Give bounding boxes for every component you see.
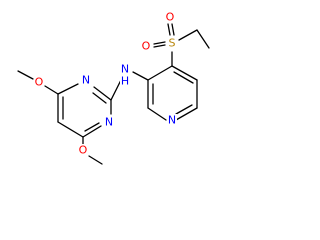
- atom-s-label: S: [169, 37, 176, 50]
- bond-nh-py2: [132, 71, 149, 81]
- atom-o3-label: O: [35, 76, 44, 89]
- atom-label-backdrop: [81, 74, 91, 86]
- bond-o3-c4: [44, 85, 59, 95]
- bond-s-o2-a: [167, 23, 171, 36]
- bond-py2-py3: [147, 65, 173, 81]
- atom-labels: O O S N H N N N O O: [34, 11, 177, 157]
- atom-n3-label: N: [105, 116, 113, 129]
- bond-ch2-ch3: [196, 29, 210, 49]
- atom-label-backdrop: [78, 144, 88, 156]
- bond-ch3-o3: [17, 70, 34, 80]
- atom-nh: N H: [120, 63, 130, 88]
- atom-label-backdrop: [34, 76, 44, 88]
- bond-c6-n3-double: [84, 122, 100, 132]
- bond-py5-py6: [175, 107, 198, 121]
- bond-c5-c6: [57, 121, 84, 138]
- atom-label-backdrop: [120, 63, 130, 75]
- atom-o1-label: O: [142, 40, 151, 53]
- atom-o2-label: O: [166, 11, 175, 24]
- bond-s-o2-b: [171, 23, 175, 36]
- atom-label-backdrop: [165, 11, 175, 23]
- atom-label-backdrop: [167, 114, 177, 126]
- bond-py3-py4: [171, 65, 198, 81]
- atom-label-backdrop: [167, 37, 177, 49]
- bond-s-ch2: [178, 29, 198, 41]
- bond-py6-n1: [147, 107, 167, 121]
- atom-label-backdrop: [104, 116, 114, 128]
- bond-s-o1-b: [153, 41, 166, 45]
- atom-n1-label: N: [168, 114, 176, 127]
- bonds: [17, 23, 210, 165]
- atom-nh-label: N: [121, 63, 129, 76]
- atom-n2-label: N: [82, 74, 90, 87]
- atom-o4: O: [78, 144, 88, 157]
- atom-label-backdrop: [141, 40, 151, 52]
- bond-s-o1-a: [153, 44, 166, 48]
- atom-o1: O: [141, 40, 151, 53]
- bond-c2-n2: [93, 86, 112, 101]
- atom-o4-label: O: [79, 144, 88, 157]
- atom-s: S: [167, 37, 177, 50]
- bond-c6-n3: [82, 125, 102, 138]
- atom-o2: O: [165, 11, 175, 24]
- molecule-structure: O O S N H N N N O O: [17, 11, 210, 165]
- bond-o4-ch3: [88, 155, 103, 165]
- bond-c2-n2-double: [92, 92, 107, 104]
- atom-nh-hydrogen: H: [121, 75, 129, 88]
- bond-py3-py4-double: [173, 71, 194, 84]
- atom-n1: N: [167, 114, 177, 127]
- bond-py5-py6-double: [175, 104, 193, 115]
- atom-n2: N: [81, 74, 91, 87]
- bond-n2-c4: [57, 83, 79, 95]
- atom-o3: O: [34, 76, 44, 89]
- atom-label-backdrop: [120, 75, 130, 87]
- atom-n3: N: [104, 116, 114, 129]
